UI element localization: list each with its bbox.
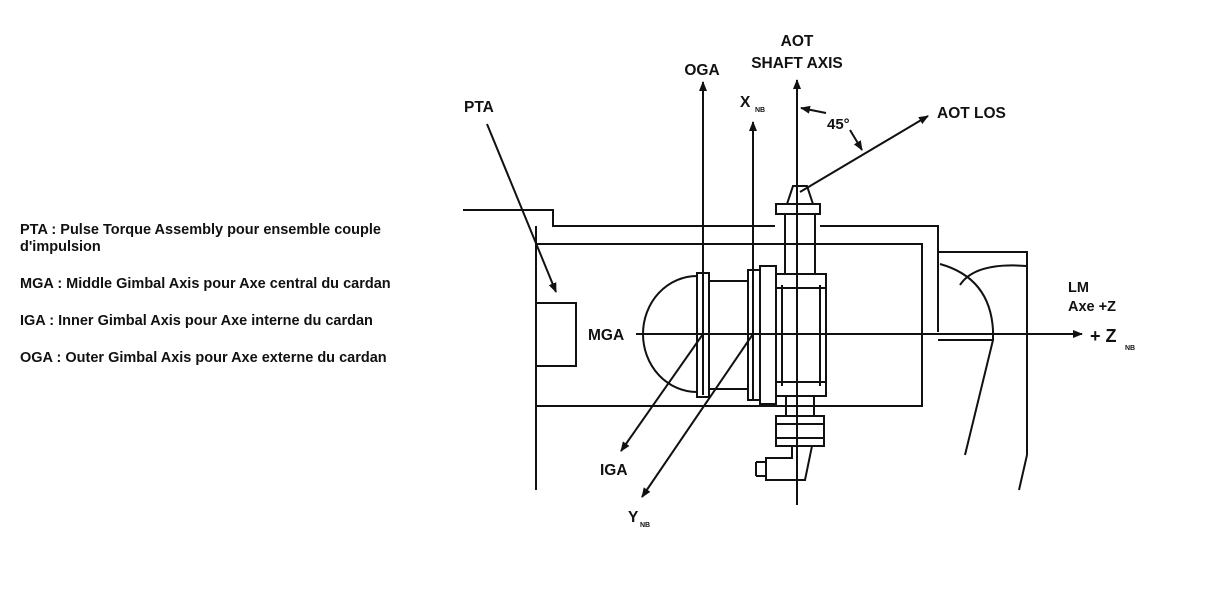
legend: PTA : Pulse Torque Assembly pour ensembl… — [20, 222, 440, 387]
label-axe-z: Axe +Z — [1068, 299, 1116, 315]
label-lm: LM — [1068, 280, 1089, 296]
label-pta: PTA — [464, 99, 494, 116]
housing-outline — [463, 209, 1028, 491]
aot-los-line — [799, 115, 929, 193]
legend-item-iga: IGA : Inner Gimbal Axis pour Axe interne… — [20, 313, 373, 329]
angle-arrow-left — [800, 105, 827, 114]
legend-item-mga: MGA : Middle Gimbal Axis pour Axe centra… — [20, 276, 391, 292]
diagram-labels: AOT SHAFT AXIS OGA X NB 45° AOT LOS PTA … — [464, 33, 1135, 529]
iga-axis-line — [620, 333, 704, 452]
label-y-sub: NB — [640, 522, 650, 529]
label-angle: 45° — [827, 116, 850, 133]
label-y: Y — [628, 509, 639, 526]
label-shaft-axis: SHAFT AXIS — [751, 55, 843, 72]
legend-item-oga: OGA : Outer Gimbal Axis pour Axe externe… — [20, 350, 387, 366]
pta-block — [535, 302, 577, 367]
label-aot-los: AOT LOS — [937, 105, 1006, 122]
y-nb-axis-line — [641, 333, 754, 498]
legend-item-pta: PTA : Pulse Torque Assembly pour ensembl… — [20, 222, 381, 255]
pta-leader-line — [486, 123, 557, 293]
angle-arrow-right — [849, 129, 863, 151]
label-plus-z: + Z — [1090, 326, 1117, 346]
axis-lines — [486, 79, 1083, 505]
label-aot: AOT — [781, 33, 814, 50]
label-iga: IGA — [600, 462, 628, 479]
label-z-sub: NB — [1125, 345, 1135, 352]
label-mga: MGA — [588, 327, 624, 344]
label-x: X — [740, 94, 751, 111]
label-x-sub: NB — [755, 107, 765, 114]
label-oga: OGA — [684, 62, 719, 79]
gimbal-assembly — [642, 185, 827, 495]
